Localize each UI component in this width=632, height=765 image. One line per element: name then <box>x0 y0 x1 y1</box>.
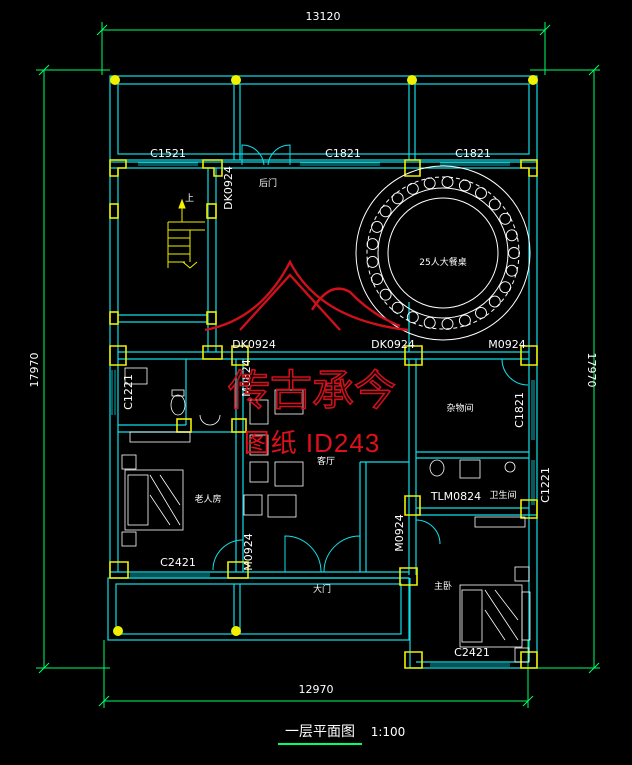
dining-chair <box>371 220 383 233</box>
dining-chair <box>508 247 520 259</box>
door-dk0924-mid: DK0924 <box>371 338 415 351</box>
window-c1521: C1521 <box>150 147 186 160</box>
window-c2421-right: C2421 <box>454 646 490 659</box>
door-m0924-living: M0924 <box>242 533 255 571</box>
dining-chair <box>475 187 487 200</box>
dimension-lines <box>36 22 600 708</box>
dining-chair <box>423 177 436 190</box>
door-dk0924-top: DK0924 <box>222 166 235 210</box>
dining-chair <box>406 311 419 324</box>
dining-chair <box>441 317 454 330</box>
dining-chair <box>371 273 383 286</box>
dining-table-label: 25人大餐桌 <box>419 256 466 268</box>
door-tlm0824: TLM0824 <box>430 490 481 503</box>
dining-chair <box>391 192 404 205</box>
door-m0924-bed: M0924 <box>393 514 406 552</box>
dimension-bottom: 12970 <box>299 683 334 696</box>
dining-chairs <box>366 176 520 330</box>
window-symbols <box>111 162 535 667</box>
dining-chair <box>458 179 471 192</box>
dining-chair <box>488 198 501 211</box>
room-back-door: 后门 <box>259 177 277 189</box>
room-storage: 杂物间 <box>446 402 473 414</box>
columns <box>109 159 538 669</box>
round-columns <box>110 75 538 636</box>
stair-up-label: 上 <box>185 193 194 204</box>
plan-title: 一层平面图 <box>285 724 355 740</box>
door-swings <box>212 144 529 573</box>
plan-scale: 1:100 <box>371 725 406 739</box>
dining-chair <box>441 176 454 189</box>
room-master: 主卧 <box>434 580 452 592</box>
dining-chair <box>505 229 518 242</box>
window-c1821-a: C1821 <box>325 147 361 160</box>
dining-chair <box>366 255 379 268</box>
window-c2421-left: C2421 <box>160 556 196 569</box>
dining-chair <box>499 212 512 225</box>
dining-chair <box>499 281 512 294</box>
room-elder: 老人房 <box>194 493 221 505</box>
window-c1221-left: C1221 <box>122 374 135 410</box>
dimension-right: 17970 <box>585 353 598 388</box>
dining-chair <box>458 314 471 327</box>
door-dk0924-left: DK0924 <box>232 338 276 351</box>
dining-chair <box>366 238 379 251</box>
dining-chair <box>379 205 392 218</box>
window-c1821-b: C1821 <box>455 147 491 160</box>
watermark-brand: 传古承今 <box>228 366 396 415</box>
window-c1221-right: C1221 <box>539 467 552 503</box>
walls <box>107 75 538 669</box>
watermark-roof-logo <box>204 259 409 332</box>
dining-chair <box>391 301 404 314</box>
room-main-door: 大门 <box>313 583 331 595</box>
dining-chair <box>423 316 436 329</box>
stair-symbol <box>167 198 205 269</box>
dining-chair <box>406 182 419 195</box>
dining-chair <box>488 295 501 308</box>
dimension-left: 17970 <box>28 353 41 388</box>
dimension-top: 13120 <box>306 10 341 23</box>
dining-chair <box>475 306 487 319</box>
watermark-id: 图纸 ID243 <box>244 428 381 458</box>
room-living: 客厅 <box>317 455 335 467</box>
window-c1821-right: C1821 <box>513 392 526 428</box>
door-m0924-right: M0924 <box>488 338 526 351</box>
door-m0824: M0824 <box>240 359 253 397</box>
round-dining-table <box>355 165 531 341</box>
furniture <box>121 367 531 663</box>
dining-chair <box>505 264 518 277</box>
room-bathroom: 卫生间 <box>489 489 516 501</box>
dining-chair <box>379 288 392 301</box>
